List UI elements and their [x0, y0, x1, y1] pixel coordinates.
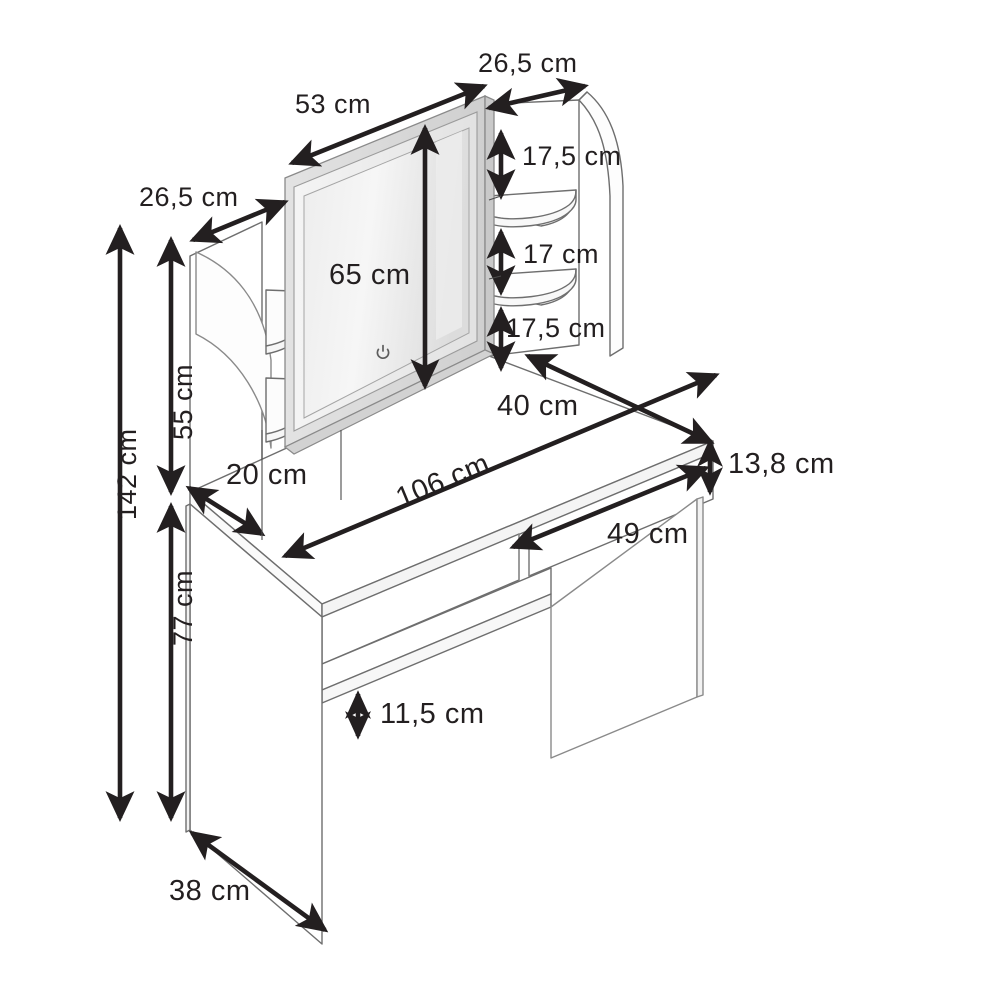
witness-lines	[261, 195, 502, 540]
dim-label-side-depth-right: 26,5 cm	[478, 48, 578, 78]
dim-arrow-desk-depth	[188, 830, 329, 933]
dim-label-side-depth-left: 26,5 cm	[139, 182, 239, 212]
dimension-arrows	[105, 77, 723, 933]
dim-label-drawer-width: 49 cm	[607, 518, 689, 550]
dim-arrow-left-shelf-depth	[185, 485, 266, 537]
dim-label-shelf-gap-bottom: 17,5 cm	[506, 313, 606, 343]
dim-label-mirror-height: 65 cm	[329, 259, 411, 291]
dim-label-shelf-depth: 40 cm	[497, 390, 579, 422]
dim-arrow-mirror-width	[288, 82, 488, 167]
dim-label-drawer-height: 13,8 cm	[728, 448, 835, 480]
dim-label-shelf-gap-top: 17,5 cm	[522, 141, 622, 171]
dim-label-shelf-gap-middle: 17 cm	[523, 239, 600, 269]
power-button-icon[interactable]	[376, 344, 391, 360]
dim-label-hutch-height: 55 cm	[168, 363, 198, 440]
dim-arrow-side-depth-left	[189, 198, 289, 244]
dim-label-mirror-width: 53 cm	[295, 89, 372, 119]
dim-label-desk-depth: 38 cm	[169, 875, 251, 907]
dim-label-apron-height: 11,5 cm	[380, 698, 485, 730]
dim-label-total-height: 142 cm	[112, 428, 142, 520]
dim-label-left-shelf-depth: 20 cm	[226, 459, 308, 491]
dim-arrow-side-depth-right	[485, 77, 589, 117]
dim-arrow-drawer-width	[509, 464, 710, 551]
dim-label-desk-height: 77 cm	[168, 569, 198, 646]
dim-arrow-desk-width	[281, 372, 720, 559]
